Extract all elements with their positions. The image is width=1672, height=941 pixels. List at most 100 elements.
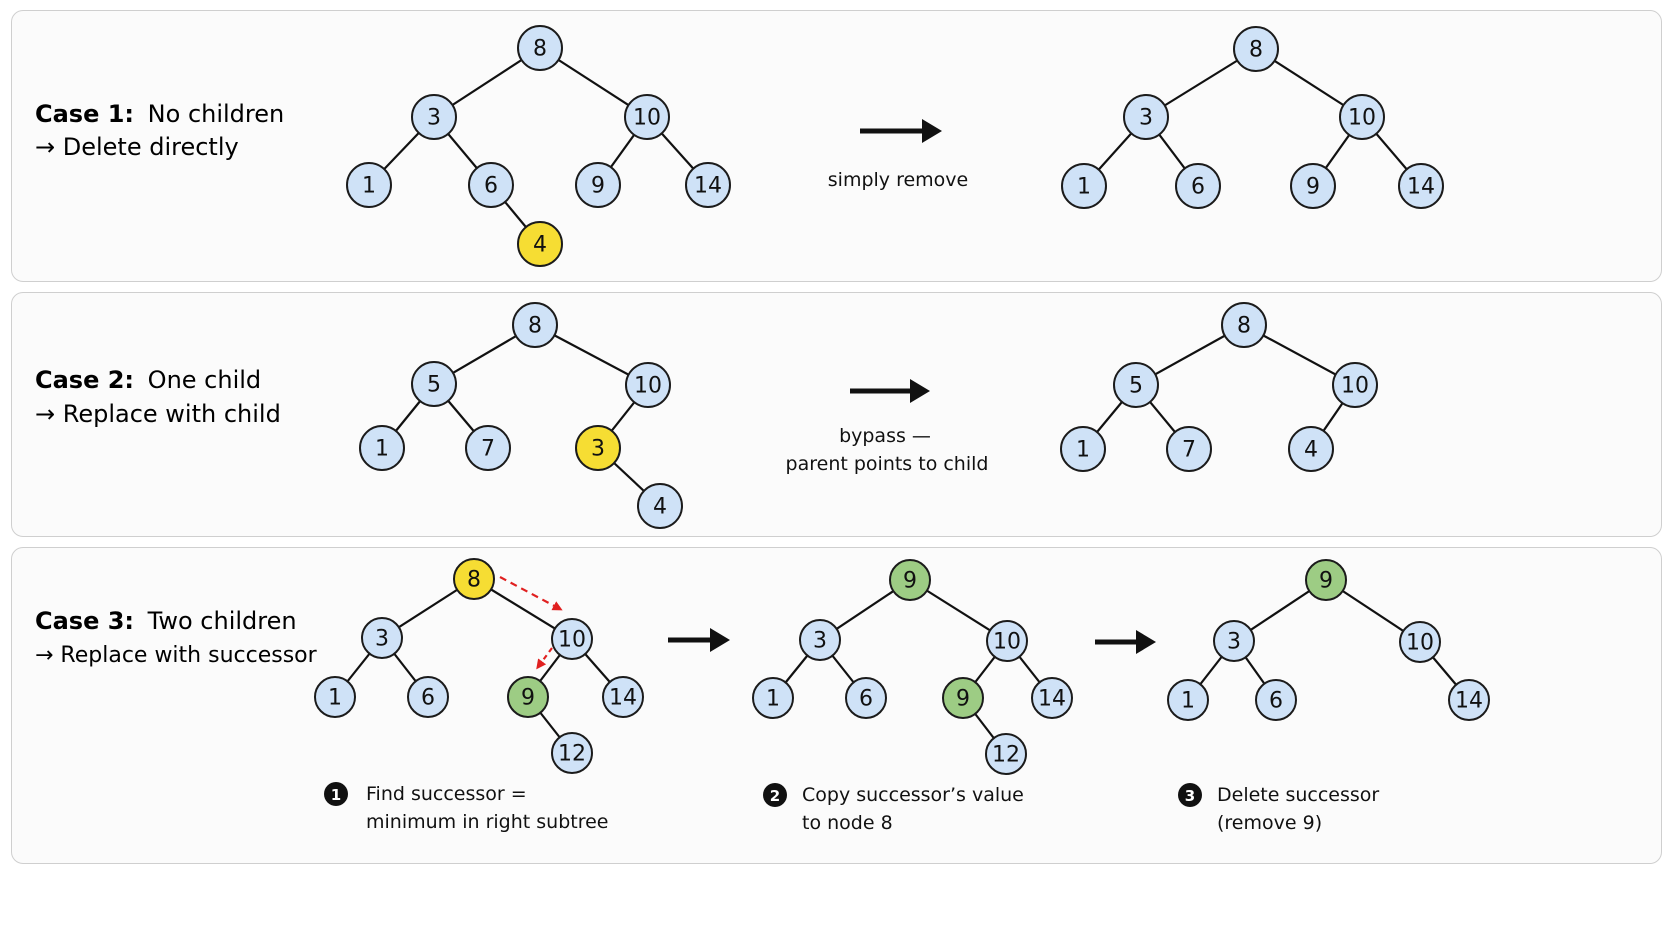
bst-node: 3 (1123, 94, 1169, 140)
svg-text:1: 1 (362, 174, 376, 199)
bst-node: 10 (551, 618, 593, 660)
bst-node: 9 (1290, 163, 1336, 209)
svg-text:14: 14 (1455, 689, 1483, 714)
bst-node: 8 (1233, 26, 1279, 72)
bst-node: 10 (1332, 362, 1378, 408)
step1-line1: Find successor = (366, 783, 527, 805)
case1-arrow (860, 119, 942, 143)
case1-tree-after: 8 3 10 1 6 9 14 (1061, 26, 1444, 209)
bst-node: 9 (575, 162, 621, 208)
svg-text:14: 14 (1038, 687, 1066, 712)
svg-text:8: 8 (467, 568, 481, 593)
svg-text:10: 10 (993, 630, 1021, 655)
case3-tree-b: 9 3 10 1 6 9 14 12 (752, 559, 1073, 775)
svg-text:Case 1: No children: Case 1: No children (35, 100, 284, 128)
bst-node: 6 (1255, 679, 1297, 721)
svg-text:3: 3 (427, 106, 441, 131)
bst-node: 7 (465, 425, 511, 471)
step2-number: 2 (770, 787, 780, 805)
bst-node-deleted: 3 (575, 425, 621, 471)
step2-caption: 2 Copy successor’s value to node 8 (763, 783, 1024, 834)
svg-text:9: 9 (1306, 175, 1320, 200)
svg-text:6: 6 (1191, 175, 1205, 200)
bst-node: 1 (346, 162, 392, 208)
svg-text:9: 9 (903, 569, 917, 594)
svg-text:3: 3 (375, 627, 389, 652)
svg-text:14: 14 (609, 686, 637, 711)
bst-node: 5 (411, 361, 457, 407)
successor-search-arrow (536, 647, 553, 670)
case2-panel (11, 292, 1662, 537)
bst-node: 8 (517, 25, 563, 71)
svg-text:6: 6 (859, 687, 873, 712)
step1-caption: 1 Find successor = minimum in right subt… (324, 782, 608, 833)
bst-node: 10 (986, 620, 1028, 662)
svg-text:10: 10 (1406, 631, 1434, 656)
svg-text:14: 14 (694, 174, 722, 199)
case2-caption-line2: parent points to child (786, 453, 989, 475)
step3-line2: (remove 9) (1217, 812, 1322, 834)
svg-text:1: 1 (1077, 175, 1091, 200)
svg-text:6: 6 (421, 686, 435, 711)
case3-tree-a: 8 3 10 1 6 9 14 12 (314, 558, 644, 774)
case3-arrow-1 (668, 628, 730, 652)
svg-text:5: 5 (427, 373, 441, 398)
bst-node-successor: 9 (507, 676, 549, 718)
step2-line1: Copy successor’s value (802, 784, 1024, 806)
bst-node: 10 (1399, 621, 1441, 663)
bst-node: 1 (359, 425, 405, 471)
bst-node: 6 (845, 677, 887, 719)
bst-node: 5 (1113, 362, 1159, 408)
svg-text:5: 5 (1129, 374, 1143, 399)
case2-subtitle: → Replace with child (35, 400, 281, 428)
svg-text:10: 10 (633, 106, 661, 131)
svg-text:12: 12 (992, 743, 1020, 768)
bst-node: 7 (1166, 426, 1212, 472)
bst-node: 14 (1398, 163, 1444, 209)
svg-text:1: 1 (1181, 689, 1195, 714)
bst-node: 6 (407, 676, 449, 718)
case1-subtitle: → Delete directly (35, 133, 239, 161)
svg-text:3: 3 (591, 437, 605, 462)
bst-node: 1 (1167, 679, 1209, 721)
svg-text:3: 3 (1139, 106, 1153, 131)
bst-node-deleted: 4 (517, 221, 563, 267)
svg-text:1: 1 (766, 687, 780, 712)
case2-heading: Case 2: One child → Replace with child (35, 366, 281, 428)
step3-number: 3 (1185, 787, 1195, 805)
svg-text:4: 4 (1304, 438, 1318, 463)
case2-arrow (850, 379, 930, 403)
svg-text:4: 4 (533, 233, 547, 258)
case2-title-rest: One child (148, 366, 261, 394)
case1-caption: simply remove (828, 169, 968, 191)
svg-text:7: 7 (481, 437, 495, 462)
bst-node: 8 (1221, 302, 1267, 348)
svg-text:9: 9 (591, 174, 605, 199)
svg-text:4: 4 (653, 495, 667, 520)
svg-text:10: 10 (634, 374, 662, 399)
svg-text:14: 14 (1407, 175, 1435, 200)
svg-text:8: 8 (1237, 314, 1251, 339)
case2-caption-line1: bypass — (839, 425, 931, 447)
bst-node: 12 (985, 733, 1027, 775)
bst-node: 10 (625, 362, 671, 408)
case3-tree-c: 9 3 10 1 6 14 (1167, 559, 1490, 721)
step1-line2: minimum in right subtree (366, 811, 608, 833)
svg-text:9: 9 (521, 686, 535, 711)
svg-text:10: 10 (558, 628, 586, 653)
svg-text:1: 1 (375, 437, 389, 462)
bst-node: 1 (1061, 163, 1107, 209)
svg-text:7: 7 (1182, 438, 1196, 463)
bst-node: 14 (602, 676, 644, 718)
case1-title-rest: No children (148, 100, 285, 128)
successor-search-arrow (499, 576, 563, 611)
bst-node-deleted: 8 (453, 558, 495, 600)
bst-node: 1 (752, 677, 794, 719)
svg-text:9: 9 (956, 687, 970, 712)
svg-text:6: 6 (484, 174, 498, 199)
svg-text:8: 8 (533, 37, 547, 62)
case3-panel (11, 547, 1662, 864)
step1-number: 1 (331, 786, 341, 804)
bst-node: 3 (361, 617, 403, 659)
